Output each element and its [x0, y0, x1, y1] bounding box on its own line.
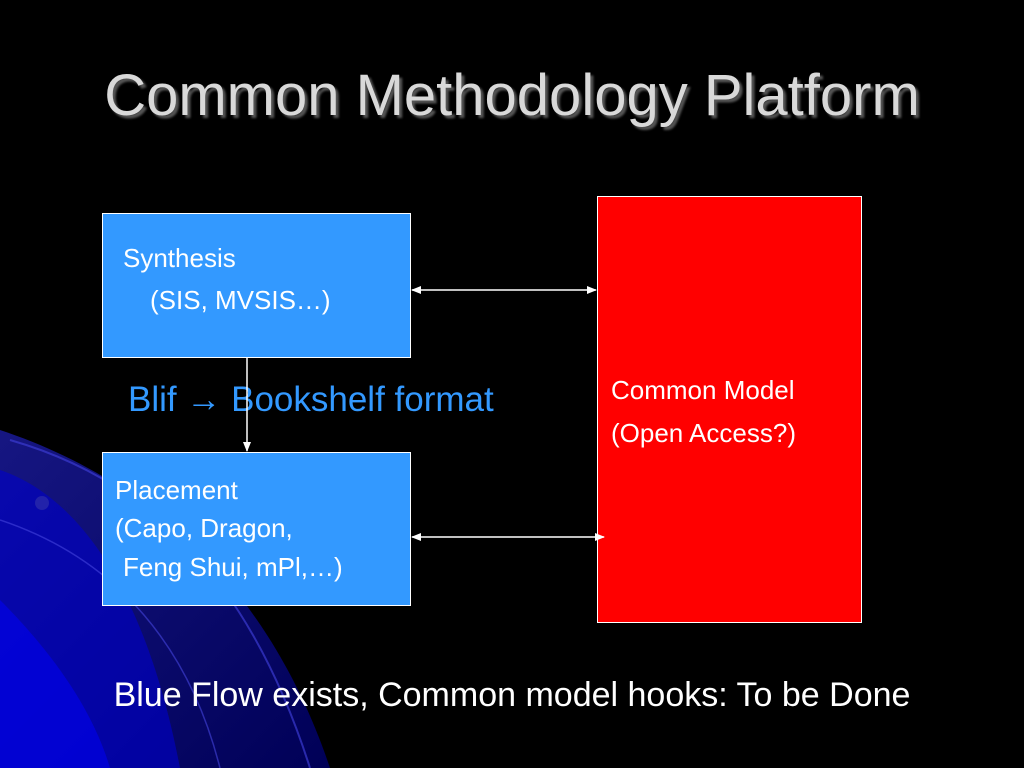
synthesis-tools: (SIS, MVSIS…) [150, 285, 331, 315]
format-to: Bookshelf format [231, 380, 494, 419]
placement-tools-line1: (Capo, Dragon, [115, 513, 293, 543]
arrow-right-icon: → [186, 380, 222, 419]
common-model-label: Common Model [611, 375, 795, 405]
synthesis-box: Synthesis (SIS, MVSIS…) [102, 213, 411, 358]
format-from: Blif [128, 380, 177, 419]
placement-box: Placement (Capo, Dragon, Feng Shui, mPl,… [102, 452, 411, 606]
format-conversion-label: Blif → Bookshelf format [128, 380, 494, 420]
placement-label: Placement [115, 475, 238, 505]
slide-title: Common Methodology Platform [104, 63, 920, 128]
synthesis-label: Synthesis [123, 243, 236, 273]
footer-note: Blue Flow exists, Common model hooks: To… [113, 676, 911, 714]
decor-dot [35, 496, 49, 510]
common-model-access: (Open Access?) [611, 418, 796, 448]
common-model-box: Common Model (Open Access?) [597, 196, 862, 623]
placement-tools-line2: Feng Shui, mPl,…) [123, 552, 343, 582]
